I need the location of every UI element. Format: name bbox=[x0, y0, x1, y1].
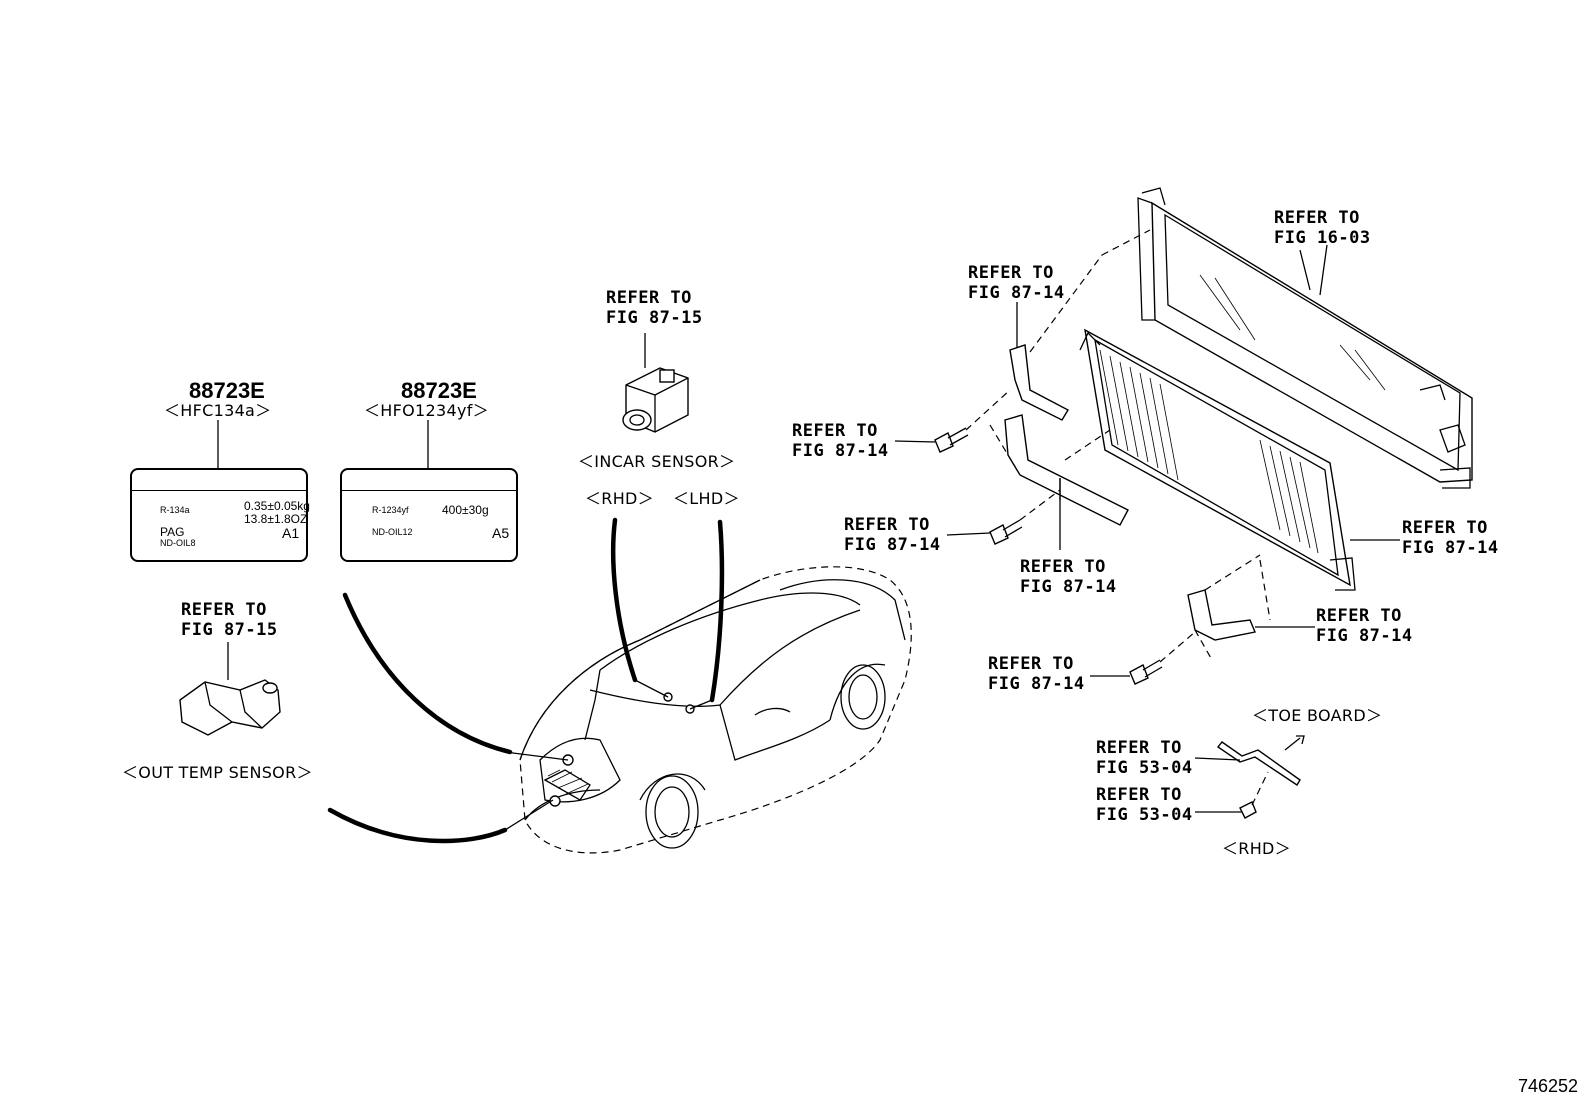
incar-rhd-label: ＜RHD＞ bbox=[585, 489, 654, 508]
bolt-lower bbox=[1129, 659, 1163, 685]
refer-fig: FIG 87-14 bbox=[844, 535, 941, 555]
incar-sensor-label: ＜INCAR SENSOR＞ bbox=[578, 452, 736, 471]
dash-bolt-lower bbox=[1159, 631, 1196, 663]
diagram-number: 746252 bbox=[1518, 1076, 1579, 1096]
toe-rhd-label: ＜RHD＞ bbox=[1222, 839, 1291, 858]
card-refrigerant: R-1234yf bbox=[372, 505, 409, 515]
refer-bracket-upper: REFER TO FIG 87-14 bbox=[968, 265, 1065, 305]
out-temp-sensor-label: ＜OUT TEMP SENSOR＞ bbox=[122, 763, 313, 782]
radiator bbox=[1137, 187, 1473, 489]
dash-lower-bracket bbox=[1194, 629, 1213, 661]
incar-sensor-icon bbox=[622, 333, 689, 433]
refer-prefix: REFER TO bbox=[1274, 208, 1360, 228]
refer-fig: FIG 53-04 bbox=[1096, 805, 1193, 825]
card-amount-oz: 13.8±1.8OZ bbox=[244, 512, 308, 526]
part-number-hfc: 88723E bbox=[189, 378, 265, 403]
leader-bolt-upper bbox=[894, 440, 936, 443]
refer-fig: FIG 87-14 bbox=[1316, 626, 1413, 646]
card-refrigerant: R-134a bbox=[160, 505, 190, 515]
dash-lower-condenser bbox=[1204, 554, 1261, 591]
refer-fig: FIG 53-04 bbox=[1096, 758, 1193, 778]
refer-prefix: REFER TO bbox=[606, 288, 692, 308]
card-code: A1 bbox=[282, 525, 300, 541]
card-oil-name: ND-OIL12 bbox=[372, 527, 413, 537]
refer-fig: FIG 87-14 bbox=[968, 283, 1065, 303]
refer-fig: FIG 87-14 bbox=[1402, 538, 1499, 558]
leader-bolt-middle bbox=[946, 532, 991, 536]
card-header-bar bbox=[132, 470, 306, 491]
refer-toe-board-2: REFER TO FIG 53-04 bbox=[1096, 787, 1193, 827]
toe-board-clip bbox=[1195, 771, 1269, 819]
refer-out-temp-sensor: REFER TO FIG 87-15 bbox=[181, 602, 278, 642]
toe-board-bracket bbox=[1194, 735, 1305, 786]
card-amount-kg: 0.35±0.05kg bbox=[244, 499, 310, 513]
refer-fig: FIG 87-14 bbox=[1020, 577, 1117, 597]
refer-bracket-middle: REFER TO FIG 87-14 bbox=[1020, 559, 1117, 599]
refer-prefix: REFER TO bbox=[968, 263, 1054, 283]
bolt-middle bbox=[989, 519, 1023, 545]
refer-condenser-side: REFER TO FIG 87-14 bbox=[1402, 520, 1499, 560]
arc-out-temp-upper bbox=[342, 592, 513, 755]
refer-prefix: REFER TO bbox=[988, 654, 1074, 674]
bolt-upper bbox=[934, 427, 969, 453]
refer-toe-board-1: REFER TO FIG 53-04 bbox=[1096, 740, 1193, 780]
refrigerant-label-card-hfc: R-134a 0.35±0.05kg 13.8±1.8OZ PAG ND-OIL… bbox=[130, 468, 310, 562]
card-amount-g: 400±30g bbox=[442, 503, 489, 517]
leader-incar-rhd-car bbox=[634, 679, 669, 698]
refer-prefix: REFER TO bbox=[1020, 557, 1106, 577]
dash-lower-condenser-2 bbox=[1259, 559, 1271, 621]
refer-bolt-upper: REFER TO FIG 87-14 bbox=[792, 423, 889, 463]
radiator-dash bbox=[1101, 229, 1151, 256]
arc-out-temp-lower bbox=[327, 807, 508, 844]
card-oil-name: ND-OIL8 bbox=[160, 538, 196, 548]
refer-bolt-middle: REFER TO FIG 87-14 bbox=[844, 517, 941, 557]
card-code: A5 bbox=[492, 525, 510, 541]
part-number-hfo: 88723E bbox=[401, 378, 477, 403]
refer-fig: FIG 87-15 bbox=[606, 308, 703, 328]
refer-prefix: REFER TO bbox=[792, 421, 878, 441]
refer-radiator: REFER TO FIG 16-03 bbox=[1274, 210, 1371, 250]
refer-bracket-lower: REFER TO FIG 87-14 bbox=[1316, 608, 1413, 648]
card-oil-type: PAG bbox=[160, 525, 185, 539]
leader-incar-lhd-car bbox=[689, 699, 713, 710]
bracket-lower bbox=[1187, 589, 1256, 641]
arc-incar-rhd bbox=[610, 517, 638, 683]
refrigerant-label-card-hfo: R-1234yf 400±30g ND-OIL12 A5 bbox=[340, 468, 518, 562]
refrigerant-hfo-label: ＜HFO1234yf＞ bbox=[364, 401, 489, 420]
refer-fig: FIG 87-14 bbox=[988, 674, 1085, 694]
refer-fig: FIG 87-14 bbox=[792, 441, 889, 461]
condenser bbox=[1079, 328, 1356, 591]
dash-middle-condenser bbox=[1064, 429, 1111, 461]
refer-prefix: REFER TO bbox=[1402, 518, 1488, 538]
leader-radiator bbox=[1319, 244, 1328, 296]
incar-lhd-label: ＜LHD＞ bbox=[673, 489, 740, 508]
arc-incar-lhd bbox=[709, 519, 725, 703]
refer-fig: FIG 16-03 bbox=[1274, 228, 1371, 248]
out-temp-sensor-icon bbox=[179, 642, 281, 736]
refrigerant-hfc-label: ＜HFC134a＞ bbox=[164, 401, 272, 420]
card-header-bar bbox=[342, 470, 516, 491]
refer-bolt-lower: REFER TO FIG 87-14 bbox=[988, 656, 1085, 696]
refer-prefix: REFER TO bbox=[1316, 606, 1402, 626]
dash-bolt-middle bbox=[1019, 489, 1061, 521]
bracket-upper bbox=[1009, 302, 1069, 421]
dash-bracket-link bbox=[989, 424, 1009, 456]
refer-prefix: REFER TO bbox=[181, 600, 267, 620]
leader-out-temp-car-2 bbox=[504, 799, 554, 831]
dash-bolt-upper bbox=[965, 389, 1011, 431]
refer-prefix: REFER TO bbox=[844, 515, 930, 535]
refer-prefix: REFER TO bbox=[1096, 738, 1182, 758]
car-outline bbox=[519, 566, 912, 854]
refer-prefix: REFER TO bbox=[1096, 785, 1182, 805]
leader-out-temp-car bbox=[504, 751, 569, 761]
toe-board-label: ＜TOE BOARD＞ bbox=[1252, 706, 1383, 725]
refer-fig: FIG 87-15 bbox=[181, 620, 278, 640]
radiator-dash-2 bbox=[1029, 254, 1103, 353]
refer-incar-sensor: REFER TO FIG 87-15 bbox=[606, 290, 703, 330]
